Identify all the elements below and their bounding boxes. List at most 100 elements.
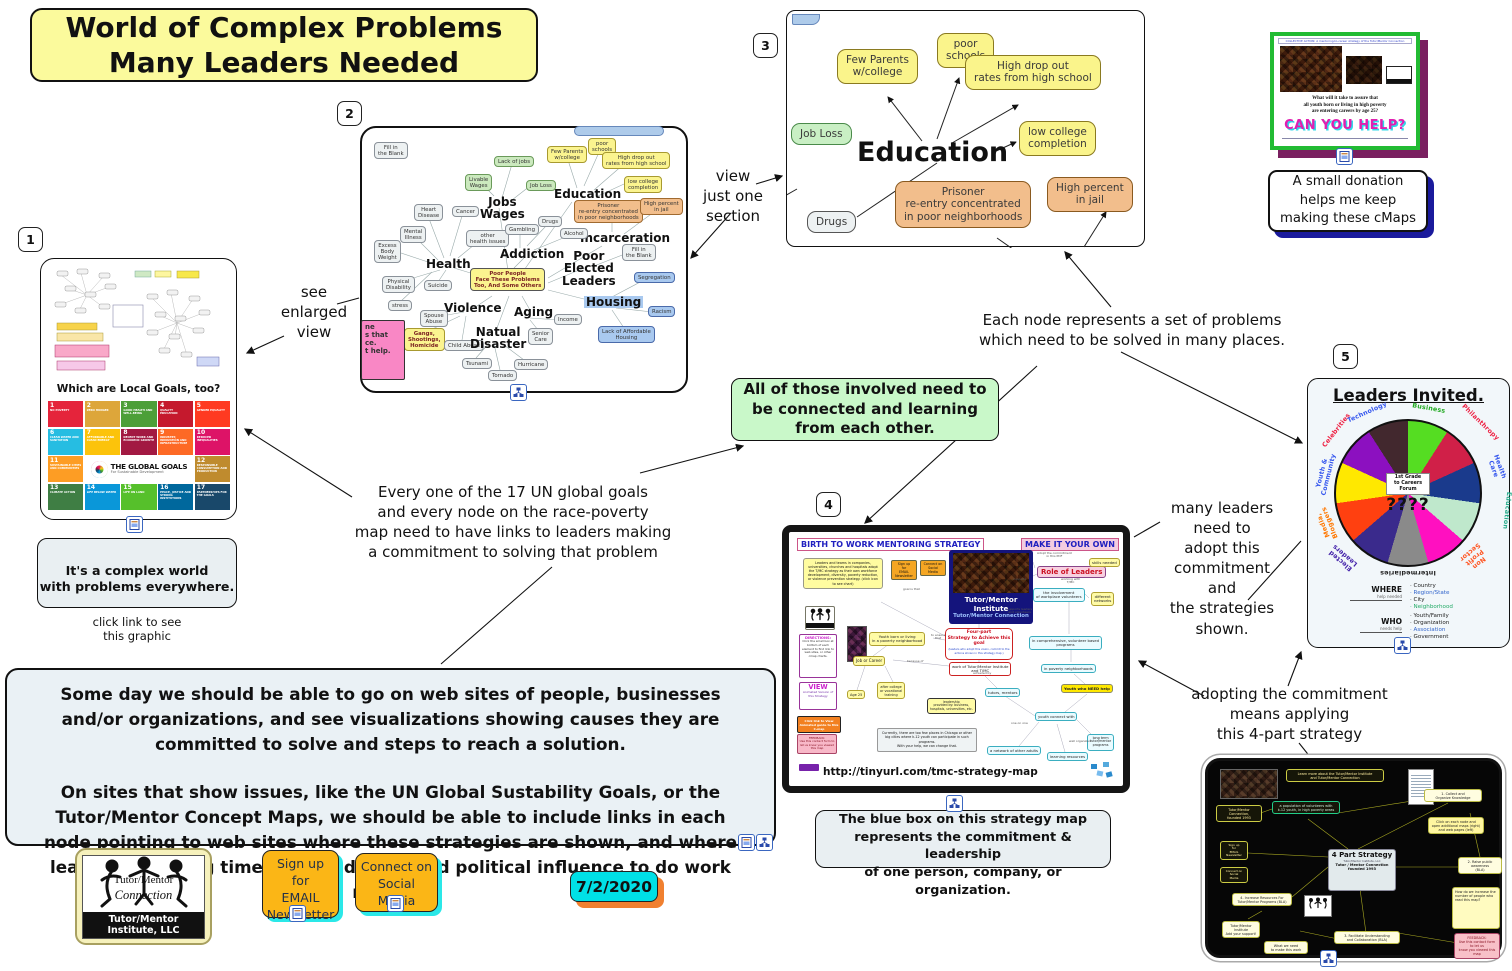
image-education-section: Few Parents w/college poor schools High … xyxy=(786,10,1145,248)
image4-connect[interactable]: Connect on Social Media xyxy=(920,560,946,576)
map-node[interactable]: FEEDBACK: Use this contact form to let u… xyxy=(1454,933,1500,959)
map-node: Tsunami xyxy=(462,358,493,370)
map-node: work of Tutor/Mentor Institute and T/MC xyxy=(949,662,1012,676)
date-label: 7/2/2020 xyxy=(570,871,658,902)
map-node: Prisoner re-entry concentrated in poor n… xyxy=(574,200,643,224)
donation-help: CAN YOU HELP? xyxy=(1284,118,1406,133)
donation-logo xyxy=(1386,66,1412,84)
map-node: Job Loss xyxy=(526,180,556,192)
image-link-icon[interactable] xyxy=(1336,148,1353,165)
cmap-link-icon[interactable] xyxy=(510,384,527,401)
image-race-poverty-map: Fill in the Blank Lack of jobs Livable W… xyxy=(360,126,688,393)
global-goals-ring-icon xyxy=(90,460,108,478)
link-label: Adopt the commitment in this PDF xyxy=(1037,551,1072,559)
map-node: Physical Disability xyxy=(382,276,415,294)
wheel-label: Philanthropy xyxy=(1460,402,1502,442)
wheel-label: Intermediaries xyxy=(1380,568,1436,577)
image4-role: Role of Leaders xyxy=(1037,566,1107,578)
image-strategy-map: BIRTH TO WORK MENTORING STRATEGY MAKE IT… xyxy=(782,525,1130,793)
logo-text-top: Tutor/Mentor xyxy=(113,874,174,886)
image4-institute-box: Tutor/Mentor Institute Tutor/Mentor Conn… xyxy=(949,550,1033,624)
link-label: because of xyxy=(907,659,924,663)
map-node: Lack of Affordable Housing xyxy=(598,326,655,344)
map-node-strategy-3: 3. Facilitate Understanding and Collabor… xyxy=(1334,931,1400,945)
annotation-view-section: view just one section xyxy=(702,167,764,226)
map-node: What we need to make this work xyxy=(1264,941,1308,955)
map-hub: Housing xyxy=(584,295,644,309)
map-node-center: Poor People Face These Problems Too, And… xyxy=(470,268,546,292)
where-list: · Country · Region/State · City · Neighb… xyxy=(1410,583,1453,610)
image4-view: VIEW Animated Version of this Strategy xyxy=(799,682,837,710)
image4-four-part: Four-part Strategy to Achieve this goal … xyxy=(945,628,1013,660)
map-node: Prisoner re-entry concentrated in poor n… xyxy=(895,181,1032,229)
map-node: other health issues xyxy=(466,230,510,248)
map-node[interactable]: Connect on Social Media xyxy=(1220,867,1248,883)
image4-signup[interactable]: Sign up for EMAIL Newsletter xyxy=(891,560,917,580)
map-node: skills needed xyxy=(1089,558,1120,568)
map-node: Job or Career xyxy=(853,656,886,666)
image4-url[interactable]: http://tinyurl.com/tmc-strategy-map xyxy=(823,766,1038,778)
map-node: the involvement of workplace volunteers xyxy=(1033,588,1085,602)
image-link-icon[interactable] xyxy=(387,895,404,912)
map-node: stress xyxy=(388,300,412,312)
map-node: Cancer xyxy=(452,206,479,218)
connected-note: All of those involved need to be connect… xyxy=(731,378,999,441)
badge-2: 2 xyxy=(337,101,362,126)
link-label: goal is that xyxy=(903,587,920,591)
image-link-icon[interactable] xyxy=(738,834,755,851)
map-hub: Jobs Wages xyxy=(480,195,525,222)
map-node: Suicide xyxy=(424,280,452,292)
donation-question: What will it take to assure that all you… xyxy=(1303,96,1387,114)
map-hub: Aging xyxy=(514,305,554,319)
map-node: in comprehensive, volunteer based progra… xyxy=(1029,636,1103,650)
map-hub: Addiction xyxy=(500,247,565,261)
link-label: achieved by xyxy=(973,671,992,675)
cmap-link-icon[interactable] xyxy=(946,795,963,812)
donation-graphic: COLLECTIVE ACTION: A mentoring-to-career… xyxy=(1270,32,1420,150)
map-node: Alcohol xyxy=(560,228,588,240)
who-block: WHO needs help xyxy=(1360,617,1402,633)
map-node: High percent in jail xyxy=(1047,177,1133,212)
map-node: Few Parents w/college xyxy=(837,49,918,84)
strategy-logo-thumb xyxy=(1304,895,1332,917)
link-label: one on one xyxy=(1011,721,1028,725)
wheel-label: Health Care xyxy=(1486,453,1509,480)
map-node: Excess Body Weight xyxy=(374,240,401,264)
image4-animated-link[interactable]: Click link to View Animated guide to thi… xyxy=(797,716,841,733)
badge-5: 5 xyxy=(1333,344,1358,369)
map-node[interactable]: Sign up for EMAIL Newsletter xyxy=(1220,841,1248,861)
link-label: working with T/MC xyxy=(1061,577,1081,585)
map-node: Fill in the Blank xyxy=(374,142,408,160)
cmap-link-icon[interactable] xyxy=(756,834,773,851)
image5-title: Leaders Invited. xyxy=(1333,386,1484,405)
map-node: a population of volunteers with k-12 you… xyxy=(1272,801,1340,815)
cmap-link-icon[interactable] xyxy=(1320,950,1337,967)
image-link-icon[interactable] xyxy=(289,905,306,922)
image-link-icon[interactable] xyxy=(126,516,143,533)
image4-feedback[interactable]: FEEDBACK: Use this contact form to let u… xyxy=(797,734,837,754)
image4-leaders-note: Leaders and teams in companies, universi… xyxy=(803,558,883,589)
map-hub: Natual Disaster xyxy=(470,325,527,352)
map-node: Youth who NEED help xyxy=(1061,684,1113,694)
map-node: High drop out rates from high school xyxy=(602,152,671,170)
map-node: learning resources xyxy=(1047,752,1089,762)
map-node: Youth born or living in a poverty neighb… xyxy=(869,632,926,646)
link-label: to ensure that xyxy=(931,633,946,641)
image4-logo-thumb xyxy=(805,606,835,630)
strategy-center: 4 Part Strategy Tutor/Mentor Institute, … xyxy=(1328,849,1396,891)
map-node: Segregation xyxy=(634,272,675,284)
map-node: Hurricane xyxy=(514,359,549,371)
donation-footer-rule xyxy=(1282,138,1408,143)
map-node: Gambling xyxy=(505,224,539,236)
map-node: Tutor/Mentor Connection, founded 1993 xyxy=(1216,805,1262,823)
cmap-link-icon[interactable] xyxy=(1394,637,1411,654)
